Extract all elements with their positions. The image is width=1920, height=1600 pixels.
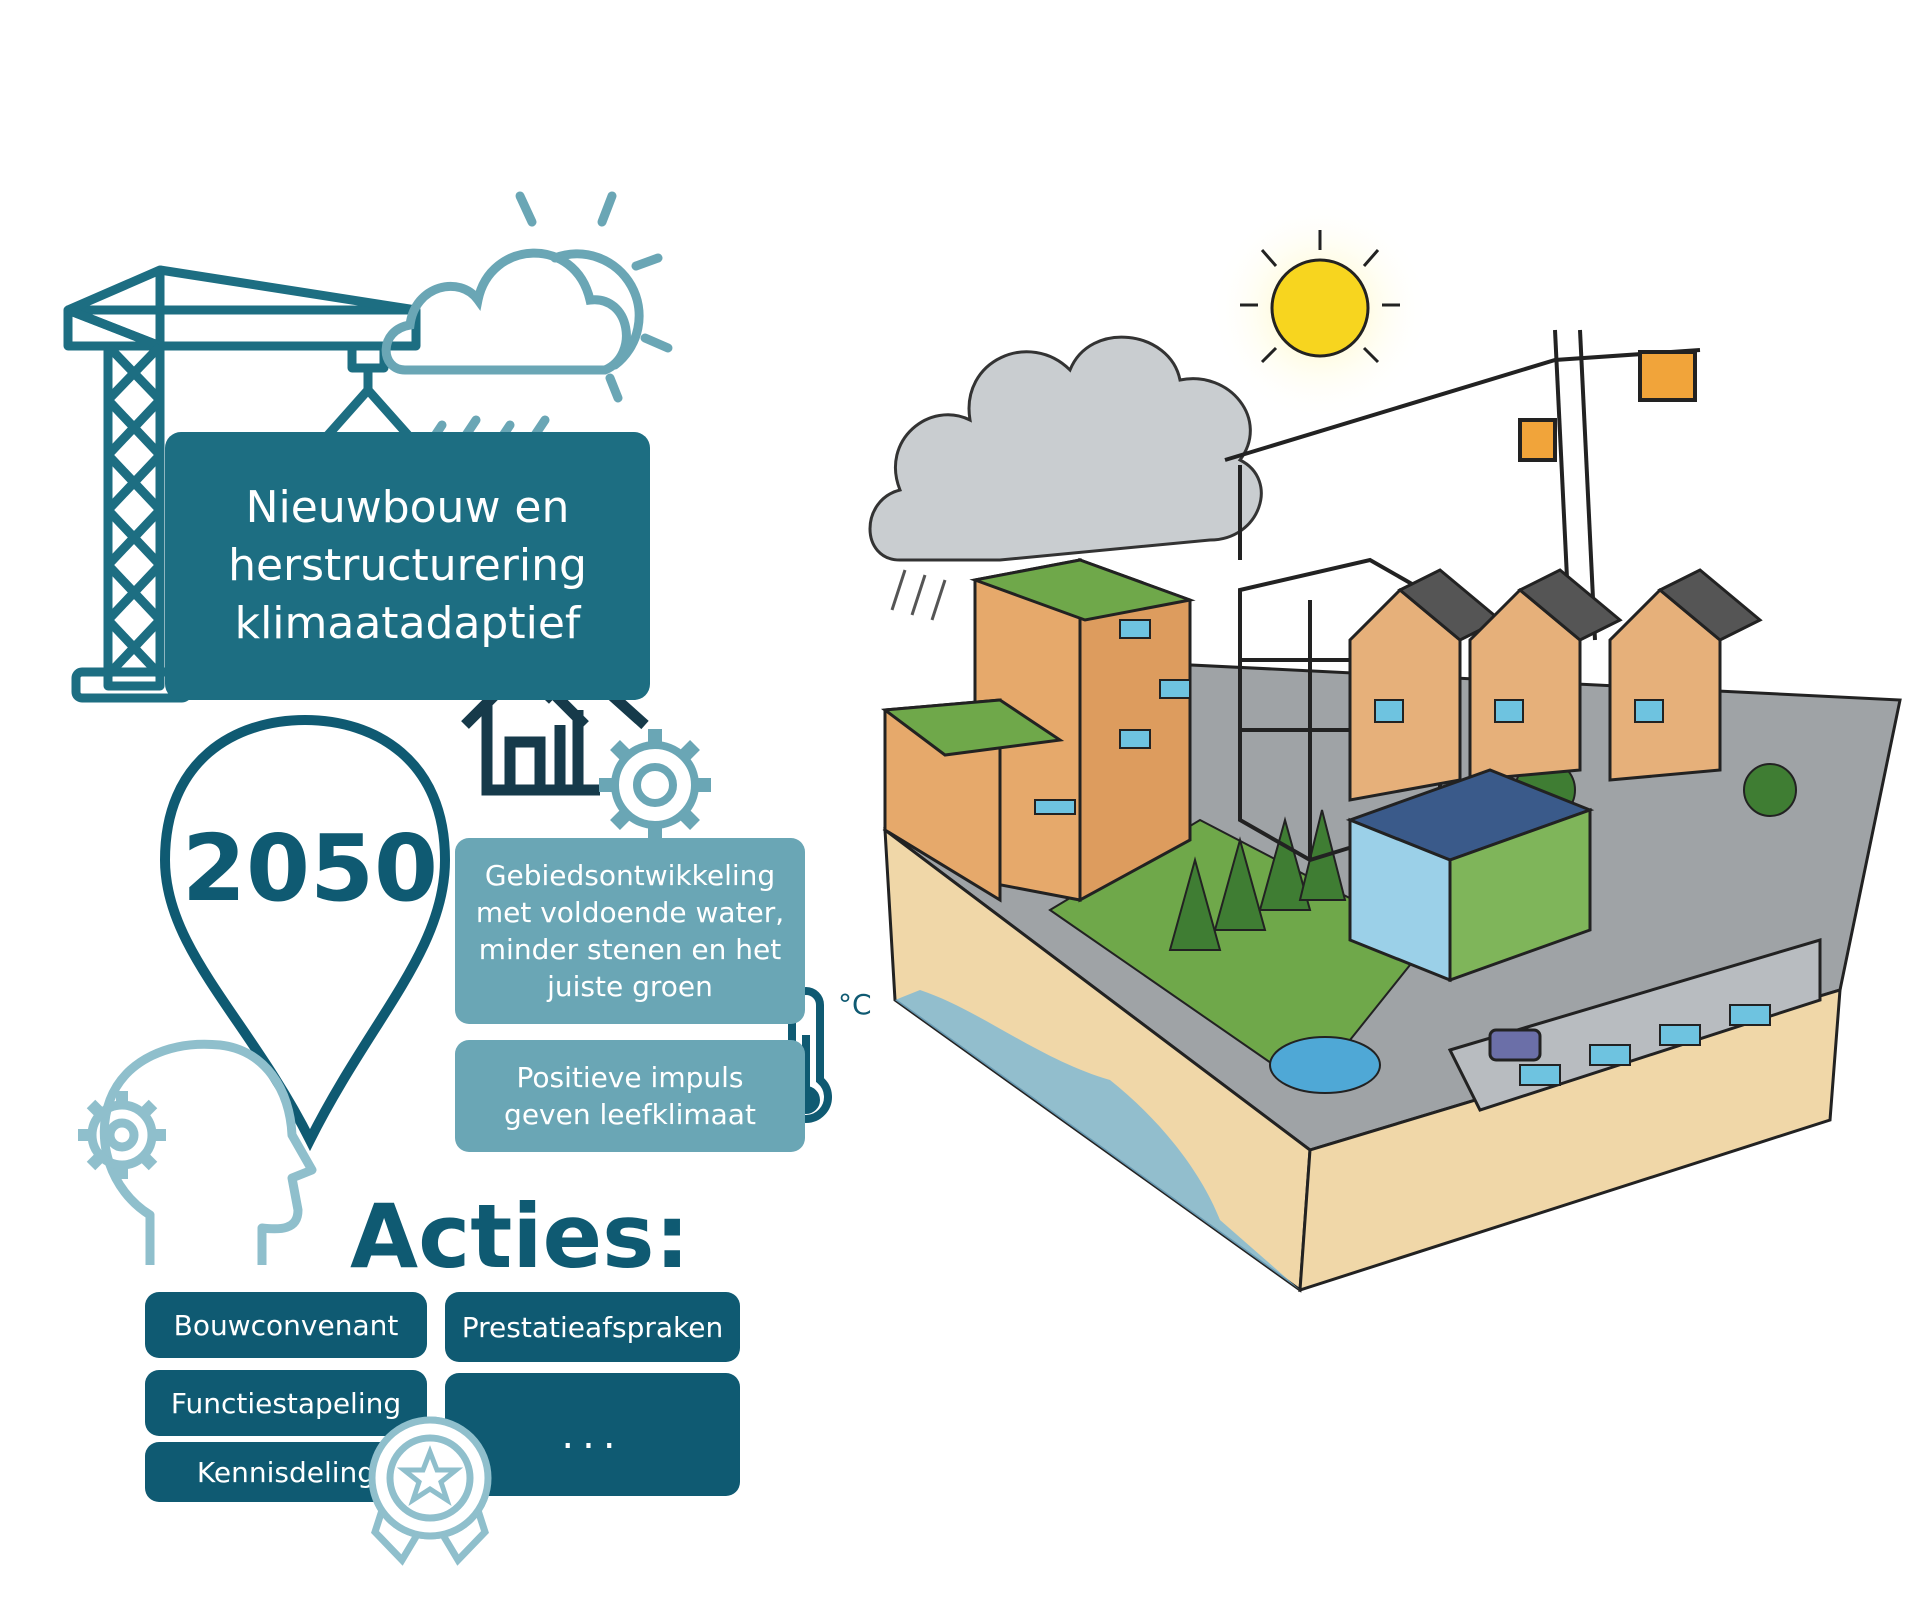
action-prestatieafspraken: Prestatieafspraken [445, 1292, 740, 1362]
info-1-line-4: juiste groen [547, 970, 713, 1003]
award-ribbon-overlay-icon [368, 1416, 492, 1540]
crane-icon [63, 265, 421, 703]
action-functiestapeling: Functiestapeling [145, 1370, 427, 1436]
green-roof-building [880, 557, 1196, 903]
info-box-area-development: Gebiedsontwikkeling met voldoende water,… [455, 838, 805, 1024]
info-1-line-2: met voldoende water, [475, 896, 785, 929]
info-2-line-2: geven leefklimaat [504, 1098, 756, 1131]
head-gear-icon [78, 1039, 317, 1265]
title-line-3: klimaatadaptief [234, 598, 581, 649]
info-2-line-1: Positieve impuls [516, 1061, 744, 1094]
underground-parking [1447, 937, 1822, 1112]
title-box: Nieuwbouw en herstructurering klimaatada… [165, 432, 650, 700]
year-label: 2050 [181, 815, 439, 922]
row-houses [1348, 568, 1763, 802]
info-box-living-climate: Positieve impuls geven leefklimaat [455, 1040, 805, 1152]
pond [1269, 1036, 1381, 1094]
action-bouwconvenant: Bouwconvenant [145, 1292, 427, 1358]
rain-lines [890, 569, 947, 621]
action-more: ... [445, 1373, 740, 1496]
location-pin-icon [159, 714, 451, 1152]
info-1-line-1: Gebiedsontwikkeling [484, 859, 776, 892]
rain-cloud-icon [868, 335, 1263, 562]
tower-crane [1224, 329, 1701, 641]
title-line-2: herstructurering [228, 540, 587, 591]
groundwater [895, 990, 1300, 1290]
sun-icon [1210, 200, 1430, 420]
thermometer-unit: °C [838, 988, 872, 1021]
info-1-line-3: minder stenen en het [478, 933, 782, 966]
actions-heading: Acties: [350, 1185, 690, 1288]
title-line-1: Nieuwbouw en [245, 482, 570, 533]
solar-panel-building [1345, 768, 1595, 983]
gear-icon [599, 729, 711, 841]
